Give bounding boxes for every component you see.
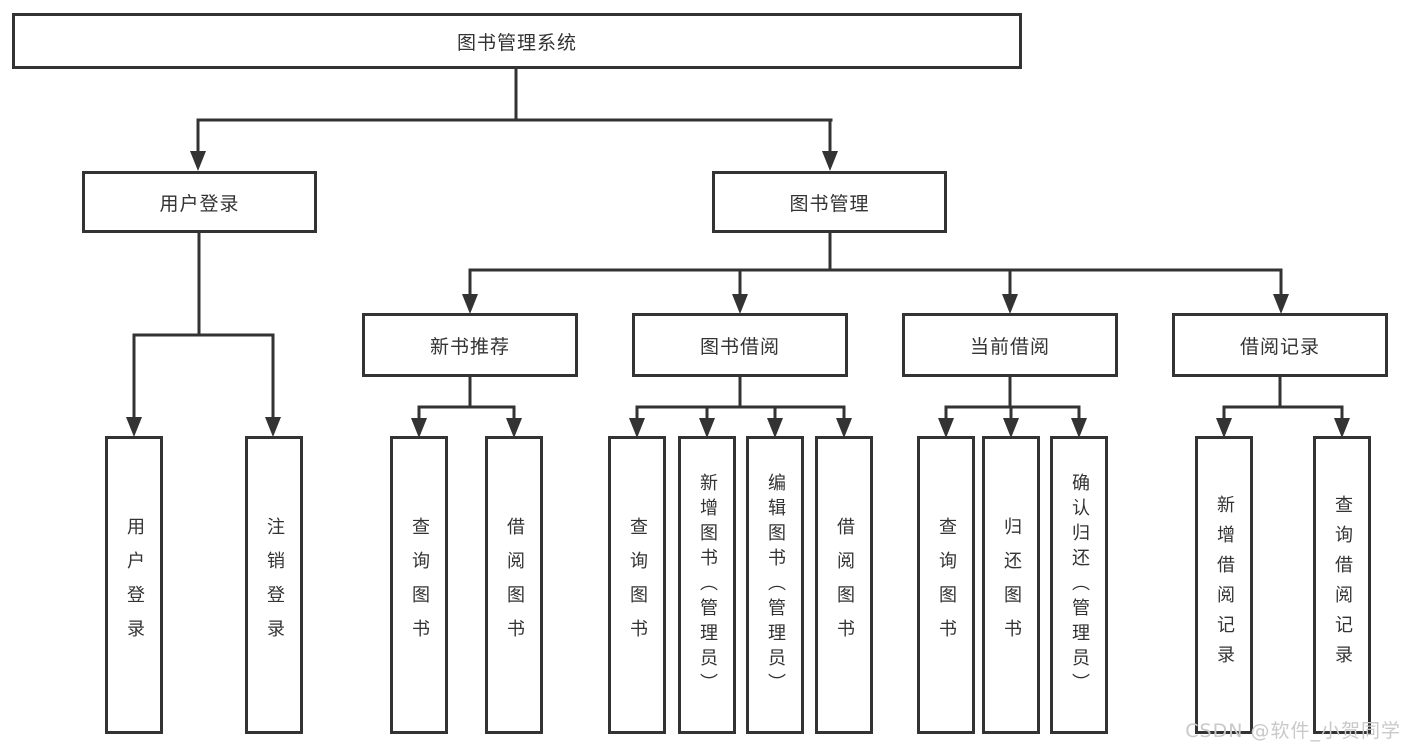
node-query-books: 查询图书: [608, 436, 666, 734]
node-edit-book-admin: 编辑图书（管理员）: [746, 436, 804, 734]
node-logout-action-label: 注销登录: [264, 517, 285, 653]
node-query-books: 查询图书: [390, 436, 448, 734]
node-borrowing-records: 借阅记录: [1172, 313, 1388, 377]
node-user-login: 用户登录: [82, 171, 317, 233]
node-query-books: 查询图书: [917, 436, 975, 734]
node-user-login-action-label: 用户登录: [124, 517, 145, 653]
node-borrow-books: 借阅图书: [485, 436, 543, 734]
node-current-borrowing: 当前借阅: [902, 313, 1118, 377]
node-confirm-return-admin: 确认归还（管理员）: [1050, 436, 1108, 734]
node-query-books-label: 查询图书: [936, 517, 957, 653]
node-query-borrow-record: 查询借阅记录: [1313, 436, 1371, 734]
node-return-books: 归还图书: [982, 436, 1040, 734]
node-book-management-label: 图书管理: [789, 192, 870, 215]
node-current-borrowing-label: 当前借阅: [969, 335, 1050, 358]
node-library-system: 图书管理系统: [12, 13, 1022, 69]
node-book-borrowing: 图书借阅: [632, 313, 848, 377]
watermark: CSDN @软件_小贺同学: [1185, 720, 1401, 742]
node-add-book-admin: 新增图书（管理员）: [678, 436, 736, 734]
node-add-book-admin-label: 新增图书（管理员）: [697, 472, 718, 698]
node-logout-action: 注销登录: [245, 436, 303, 734]
node-user-login-label: 用户登录: [159, 192, 240, 215]
node-add-borrow-record-label: 新增借阅记录: [1214, 495, 1235, 675]
node-book-borrowing-label: 图书借阅: [699, 335, 780, 358]
arrowhead-icons: [126, 151, 1350, 438]
node-borrow-books-label: 借阅图书: [504, 517, 525, 653]
node-query-books-label: 查询图书: [627, 517, 648, 653]
node-new-book-recommendation: 新书推荐: [362, 313, 578, 377]
node-query-books-label: 查询图书: [409, 517, 430, 653]
node-borrow-books-label: 借阅图书: [834, 517, 855, 653]
node-book-management: 图书管理: [712, 171, 947, 233]
node-borrow-books: 借阅图书: [815, 436, 873, 734]
node-confirm-return-admin-label: 确认归还（管理员）: [1069, 472, 1090, 698]
node-query-borrow-record-label: 查询借阅记录: [1332, 495, 1353, 675]
node-borrowing-records-label: 借阅记录: [1239, 335, 1320, 358]
node-add-borrow-record: 新增借阅记录: [1195, 436, 1253, 734]
node-new-book-recommendation-label: 新书推荐: [429, 335, 510, 358]
node-edit-book-admin-label: 编辑图书（管理员）: [765, 472, 786, 698]
node-library-system-label: 图书管理系统: [456, 31, 577, 54]
node-user-login-action: 用户登录: [105, 436, 163, 734]
node-return-books-label: 归还图书: [1001, 517, 1022, 653]
